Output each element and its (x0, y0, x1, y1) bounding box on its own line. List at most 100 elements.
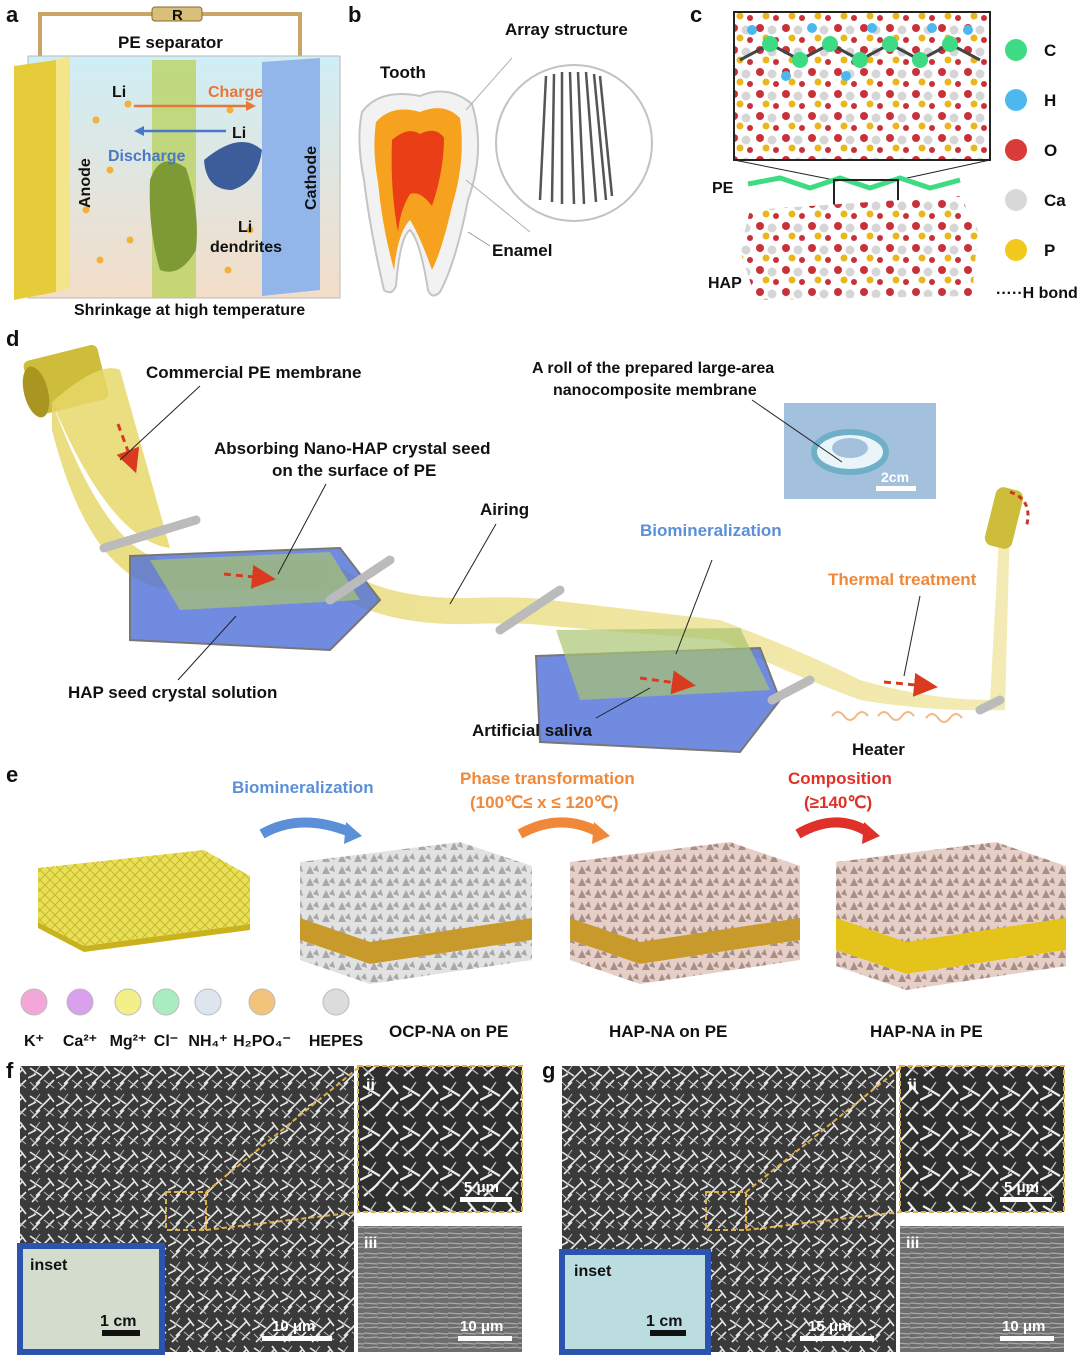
absorbing-label-line2: on the surface of PE (272, 461, 436, 480)
ion-swatch-2 (114, 988, 142, 1016)
array-structure-label: Array structure (505, 20, 628, 39)
panel-d: d (6, 326, 1030, 759)
commercial-pe-label: Commercial PE membrane (146, 363, 361, 382)
legend-swatch-o (1005, 139, 1027, 161)
photo-scale-bar (876, 486, 916, 491)
hap-na-on-pe-label: HAP-NA on PE (609, 1022, 727, 1041)
li-dendrite-left (149, 161, 197, 272)
dendrites-label-line2: dendrites (210, 239, 282, 256)
enamel-rods (538, 71, 614, 205)
step2-label-line2: (100℃≤ x ≤ 120℃) (470, 793, 619, 812)
rollers (99, 515, 1005, 715)
sem-cross-iii-g (900, 1226, 1064, 1352)
panel-b: b Tooth Array structure Enamel (348, 2, 653, 297)
roll-label-line2: nanocomposite membrane (553, 382, 757, 399)
hap-label: HAP (708, 275, 742, 292)
roll-label-line1: A roll of the prepared large-area (532, 360, 774, 377)
ion-label-0: K⁺ (24, 1033, 44, 1050)
scale-label-ii-f: 5 μm (464, 1179, 499, 1196)
li-label-left: Li (112, 84, 126, 101)
pe-chain (747, 175, 961, 191)
hap-seed-label: HAP seed crystal solution (68, 683, 277, 702)
scale-label-ii-g: 5 μm (1004, 1179, 1039, 1196)
ion-swatch-0 (20, 988, 48, 1016)
label-ii-g: ii (908, 1077, 917, 1094)
legend-swatch-ca (1005, 189, 1027, 211)
step2-label-line1: Phase transformation (460, 769, 635, 788)
discharge-label: Discharge (108, 148, 185, 165)
zoom-region-g (705, 1191, 747, 1231)
thermal-treatment-label: Thermal treatment (828, 570, 977, 589)
resistor (151, 6, 203, 22)
ion-swatch-4 (194, 988, 222, 1016)
step1-label: Biomineralization (232, 778, 374, 797)
pe-membrane-block (38, 850, 250, 946)
ion-swatch-6 (322, 988, 350, 1016)
inset-scale-bar-f (102, 1330, 140, 1336)
pe-label: PE (712, 180, 734, 197)
sem-zoom-ii-g (899, 1065, 1065, 1213)
label-ii-f: ii (366, 1077, 375, 1094)
ion-swatch-3 (152, 988, 180, 1016)
ion-swatch-1 (66, 988, 94, 1016)
inset-scale-bar-g (650, 1330, 686, 1336)
panel-g: g ii 5 μm iii 10 μm inset 1 cm 15 μm (542, 1058, 1065, 1355)
scale-label-main-g: 15 μm (808, 1318, 851, 1335)
panel-label-c: c (690, 2, 702, 27)
legend-swatch-p (1005, 239, 1027, 261)
ion-label-5: H₂PO₄⁻ (233, 1033, 291, 1050)
hbond-text: H bond (1023, 285, 1078, 302)
artificial-saliva-label: Artificial saliva (472, 721, 593, 740)
step2-arrow (517, 817, 601, 839)
ocp-na-block (300, 842, 532, 954)
scale-label-iii-f: 10 μm (460, 1318, 503, 1335)
label-iii-f: iii (364, 1235, 377, 1252)
cathode-label: Cathode (303, 146, 320, 210)
sem-zoom-ii-f (357, 1065, 523, 1213)
dendrites-label-line1: Li (238, 219, 252, 236)
ion-label-3: Cl⁻ (154, 1033, 178, 1050)
label-iii-g: iii (906, 1235, 919, 1252)
scale-bar-iii-f (458, 1336, 512, 1341)
enamel-label: Enamel (492, 241, 552, 260)
hap-crystal (740, 196, 978, 300)
scale-bar-iii-g (1000, 1336, 1054, 1341)
li-ions (82, 100, 254, 274)
hbond-label: ·····H bond (996, 285, 1078, 302)
heater-coils (831, 711, 963, 723)
sem-cross-iii-f (358, 1226, 522, 1352)
anode-electrode (14, 60, 56, 300)
hap-na-on-pe-block (570, 842, 800, 954)
charge-label: Charge (208, 84, 263, 101)
biomineralization-label: Biomineralization (640, 521, 782, 540)
heater-label: Heater (852, 740, 905, 759)
scale-label-iii-g: 10 μm (1002, 1318, 1045, 1335)
step3-label-line2: (≥140℃) (804, 793, 872, 812)
airing-label: Airing (480, 500, 529, 519)
scale-bar-ii-g (1000, 1197, 1052, 1202)
step1-arrow (259, 817, 352, 839)
inset-label-g: inset (574, 1263, 612, 1280)
panel-label-d: d (6, 326, 19, 351)
legend-swatch-h (1005, 89, 1027, 111)
pe-hap-interface-zoom (733, 11, 991, 161)
legend-label-o: O (1044, 141, 1057, 160)
scale-label-main-f: 10 μm (272, 1318, 315, 1335)
ion-label-4: NH₄⁺ (188, 1033, 227, 1050)
inset-scale-label-f: 1 cm (100, 1313, 136, 1330)
panel-a: a R PE separator Li Charge Li Discharge … (6, 2, 341, 319)
ion-label-1: Ca²⁺ (63, 1033, 97, 1050)
panel-f: f ii 5 μm iii 10 μm inset 1 cm 10 μm (6, 1058, 523, 1355)
anode-label: Anode (77, 158, 94, 208)
legend-label-p: P (1044, 241, 1055, 260)
absorbing-label-line1: Absorbing Nano-HAP crystal seed (214, 439, 490, 458)
li-dendrite-right (204, 142, 262, 190)
hap-na-in-pe-block (836, 842, 1066, 954)
step3-label-line1: Composition (788, 769, 892, 788)
inset-scale-label-g: 1 cm (646, 1313, 682, 1330)
legend-swatch-c (1005, 39, 1027, 61)
separator-label: PE separator (118, 33, 223, 52)
panel-label-b: b (348, 2, 361, 27)
